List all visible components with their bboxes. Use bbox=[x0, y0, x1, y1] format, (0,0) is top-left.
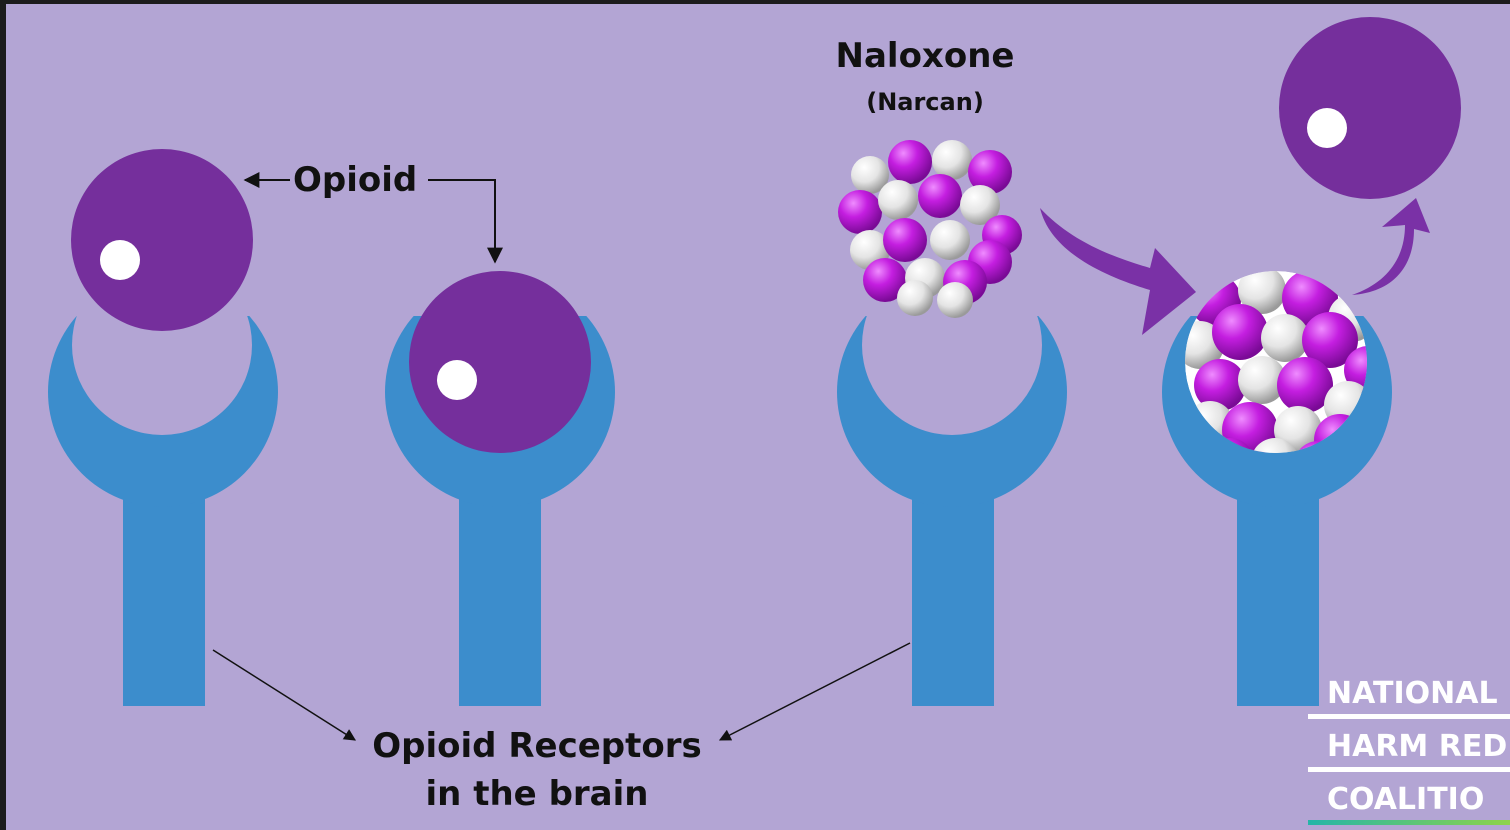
opioid-displacement-arrow bbox=[1352, 198, 1430, 295]
naloxone-atom-white bbox=[1238, 356, 1286, 404]
naloxone-atom-white bbox=[960, 185, 1000, 225]
logo-divider-1 bbox=[1308, 714, 1510, 719]
opioid-molecule-displaced bbox=[1279, 17, 1461, 199]
naloxone-atom-purple bbox=[1212, 304, 1268, 360]
naloxone-atom-white bbox=[851, 156, 889, 194]
opioid-pointer-right bbox=[428, 179, 503, 264]
logo-line1: NATIONAL bbox=[1327, 676, 1498, 711]
nhrc-logo: NATIONAL HARM RED COALITIO bbox=[1308, 676, 1510, 825]
opioid-receptor-3 bbox=[830, 240, 1080, 706]
naloxone-atom-white bbox=[1261, 314, 1309, 362]
opioid-label: Opioid bbox=[293, 160, 417, 200]
naloxone-molecule-free bbox=[838, 140, 1022, 318]
naloxone-atom-white bbox=[878, 180, 918, 220]
logo-line2: HARM RED bbox=[1327, 729, 1507, 764]
logo-line3: COALITIO bbox=[1327, 782, 1484, 817]
naloxone-atom-white bbox=[937, 282, 973, 318]
narcan-label: (Narcan) bbox=[866, 88, 984, 116]
opioid-molecule-2 bbox=[409, 271, 591, 453]
naloxone-atom-white bbox=[1251, 438, 1299, 453]
naloxone-atom-purple bbox=[918, 174, 962, 218]
naloxone-atom-purple bbox=[863, 258, 907, 302]
naloxone-atom-purple bbox=[968, 150, 1012, 194]
naloxone-atom-white bbox=[932, 140, 972, 180]
logo-color-bar bbox=[1308, 820, 1510, 825]
naloxone-atom-purple bbox=[1344, 346, 1367, 394]
naloxone-atom-purple bbox=[888, 140, 932, 184]
naloxone-atom-purple bbox=[1194, 359, 1246, 411]
receptor-pointer-right bbox=[718, 642, 911, 741]
naloxone-label: Naloxone bbox=[836, 36, 1015, 76]
naloxone-atom-purple bbox=[1302, 312, 1358, 368]
naloxone-binding-arrow bbox=[1040, 208, 1196, 335]
naloxone-atom-white bbox=[1238, 271, 1286, 314]
logo-divider-2 bbox=[1308, 767, 1510, 772]
naloxone-atom-white bbox=[897, 280, 933, 316]
naloxone-atom-purple bbox=[838, 190, 882, 234]
opioid-molecule-1 bbox=[71, 149, 253, 331]
receptor-pointer-left bbox=[212, 649, 357, 741]
naloxone-atom-white bbox=[930, 220, 970, 260]
naloxone-atom-purple bbox=[1277, 357, 1333, 413]
naloxone-atom-purple bbox=[883, 218, 927, 262]
receptors-label-line1: Opioid Receptors bbox=[372, 726, 702, 766]
receptors-label-line2: in the brain bbox=[426, 774, 649, 814]
